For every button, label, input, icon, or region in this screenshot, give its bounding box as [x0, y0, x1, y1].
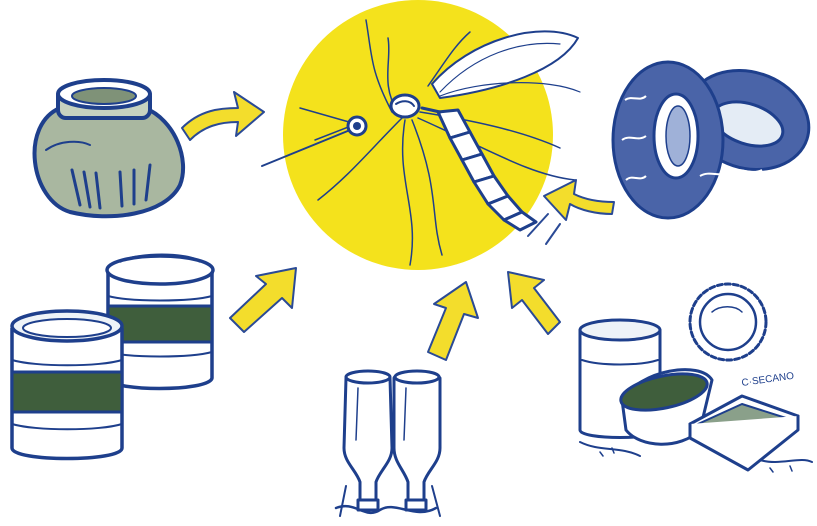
arrow-icon: [230, 268, 296, 332]
can-label: C·SECANO: [741, 371, 795, 389]
tire-icon: [613, 55, 817, 218]
barrel-icon: [12, 255, 213, 459]
arrow-icon: [508, 272, 560, 334]
arrow-icon: [428, 282, 478, 360]
arrow-icon: [544, 180, 614, 220]
can-icon: C·SECANO: [580, 284, 812, 472]
arrow-icon: [182, 92, 264, 140]
clay-pot-icon: [35, 80, 184, 216]
bottle-icon: [336, 371, 440, 516]
